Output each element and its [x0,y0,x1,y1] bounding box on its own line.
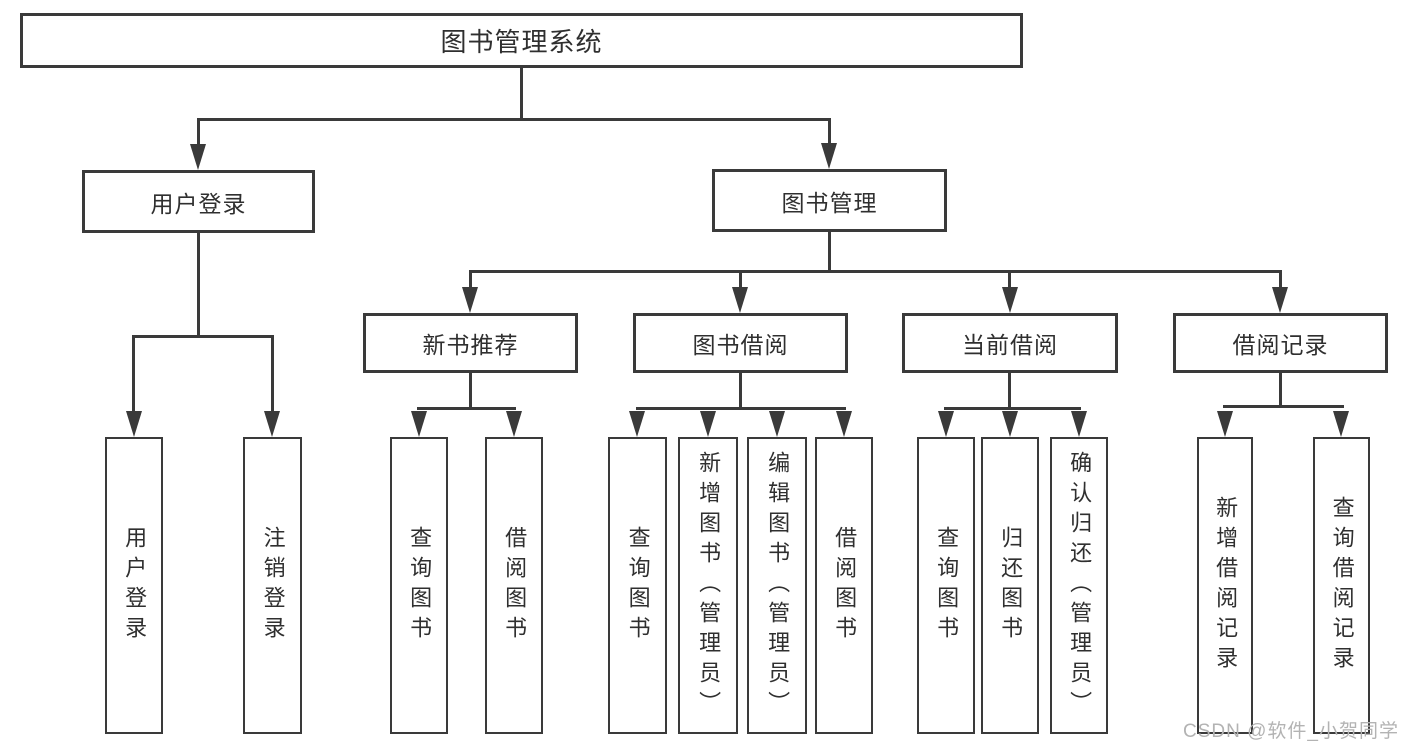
arrowhead-bookmgmt [821,143,837,169]
node-borrow-records-label: 借阅记录 [1232,332,1329,358]
leaf-borrow-query-books-label: 查询图书 [625,525,651,646]
node-root: 图书管理系统 [20,13,1023,68]
connector-currentborrow-stub [1008,270,1011,290]
connector-currentborrow-vline [1008,373,1011,409]
node-book-management: 图书管理 [712,169,947,232]
arrowhead-borrow-add [700,411,716,437]
connector-bookborrow-split [636,407,846,410]
node-new-book-recommend-label: 新书推荐 [422,332,519,358]
arrowhead-borrow-query [629,411,645,437]
connector-borrowrecords-vline [1279,373,1282,408]
arrowhead-leaf-login [126,411,142,437]
leaf-current-query-books: 查询图书 [917,437,975,734]
arrowhead-leaf-logout [264,411,280,437]
node-current-borrow: 当前借阅 [902,313,1118,373]
node-new-book-recommend: 新书推荐 [363,313,578,373]
leaf-current-confirm-return-admin-label: 确认归还（管理员） [1067,450,1093,721]
leaf-records-add-record-label: 新增借阅记录 [1213,495,1239,676]
leaf-borrow-edit-books-admin-label: 编辑图书（管理员） [765,450,791,721]
connector-currentborrow-split [944,407,1081,410]
node-root-label: 图书管理系统 [440,27,603,57]
connector-newbook-stub [469,270,472,290]
leaf-borrow-edit-books-admin: 编辑图书（管理员） [747,437,807,734]
arrowhead-records-add [1217,411,1233,437]
connector-borrowrecords-stub [1279,270,1282,290]
arrowhead-current-confirm [1071,411,1087,437]
leaf-records-query-record-label: 查询借阅记录 [1329,495,1355,676]
csdn-watermark: CSDN @软件_小贺同学 [1183,721,1399,742]
arrowhead-userlogin [190,144,206,170]
node-user-login: 用户登录 [82,170,315,233]
leaf-newbook-borrow-books-label: 借阅图书 [502,525,528,646]
leaf-newbook-borrow-books: 借阅图书 [485,437,543,734]
leaf-current-return-books-label: 归还图书 [998,525,1024,646]
leaf-newbook-query-books-label: 查询图书 [407,525,433,646]
leaf-borrow-add-books-admin: 新增图书（管理员） [678,437,738,734]
leaf-current-query-books-label: 查询图书 [934,525,960,646]
connector-borrowrecords-split [1223,405,1344,408]
node-book-management-label: 图书管理 [781,189,878,216]
leaf-borrow-add-books-admin-label: 新增图书（管理员） [696,450,722,721]
leaf-newbook-query-books: 查询图书 [390,437,448,734]
arrowhead-newbook-query [411,411,427,437]
leaf-borrow-query-books: 查询图书 [608,437,667,734]
connector-newbook-vline [469,373,472,409]
connector-userlogin-stub [197,118,200,146]
arrowhead-borrow-borrow [836,411,852,437]
arrowhead-records-query [1333,411,1349,437]
connector-bookborrow-vline [739,373,742,409]
node-book-borrow: 图书借阅 [633,313,848,373]
node-user-login-label: 用户登录 [150,190,247,217]
connector-leaf-logout-stub [271,335,274,413]
connector-level3-hline [469,270,1282,273]
leaf-user-login: 用户登录 [105,437,163,734]
connector-bookmgmt-vline [828,232,831,273]
arrowhead-current-query [938,411,954,437]
arrowhead-currentborrow [1002,287,1018,313]
connector-newbook-split [417,407,516,410]
leaf-borrow-borrow-books: 借阅图书 [815,437,873,734]
arrowhead-current-return [1002,411,1018,437]
arrowhead-newbook-borrow [506,411,522,437]
connector-root-vline [520,68,523,121]
connector-bookmgmt-stub [828,118,831,145]
leaf-borrow-borrow-books-label: 借阅图书 [832,525,858,646]
leaf-logout: 注销登录 [243,437,302,734]
node-current-borrow-label: 当前借阅 [962,332,1058,358]
leaf-user-login-label: 用户登录 [122,525,148,646]
leaf-logout-label: 注销登录 [260,525,286,646]
node-borrow-records: 借阅记录 [1173,313,1388,373]
arrowhead-borrowrecords [1272,287,1288,313]
leaf-records-query-record: 查询借阅记录 [1313,437,1370,734]
leaf-records-add-record: 新增借阅记录 [1197,437,1253,734]
node-book-borrow-label: 图书借阅 [692,332,789,358]
arrowhead-bookborrow [732,287,748,313]
arrowhead-newbook [462,287,478,313]
connector-root-hline [197,118,831,121]
leaf-current-return-books: 归还图书 [981,437,1039,734]
connector-userlogin-split [132,335,274,338]
connector-userlogin-vline [197,233,200,337]
arrowhead-borrow-edit [769,411,785,437]
leaf-current-confirm-return-admin: 确认归还（管理员） [1050,437,1108,734]
connector-leaf-login-stub [132,335,135,413]
connector-bookborrow-stub [739,270,742,290]
